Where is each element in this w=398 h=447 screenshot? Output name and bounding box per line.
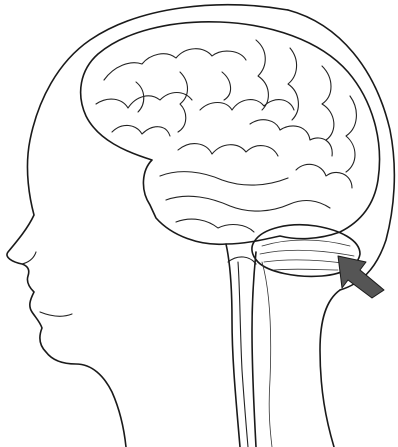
vessel-line <box>262 262 272 447</box>
cerebellum-folia <box>262 240 350 246</box>
gyrus-line <box>250 120 332 156</box>
temporal-sulcus <box>160 172 288 185</box>
cerebellum-folia <box>260 250 354 256</box>
neck-back-outline <box>320 290 340 447</box>
gyrus-line <box>222 72 231 100</box>
cerebrum-outline <box>81 22 380 244</box>
gyrus-line <box>178 144 278 156</box>
indicator-arrow <box>338 256 384 298</box>
brainstem-back <box>252 252 256 447</box>
pons-curve <box>228 257 256 264</box>
gyrus-line <box>200 100 294 110</box>
temporal-gyrus <box>166 196 330 211</box>
gyrus-line <box>322 66 334 140</box>
gyrus-line <box>256 40 268 110</box>
gyrus-line <box>346 96 356 172</box>
mouth-line <box>40 312 72 316</box>
gyrus-line <box>296 164 352 188</box>
spinal-cord-inner <box>238 262 248 447</box>
brainstem-front <box>226 244 240 447</box>
nose-line <box>22 252 36 264</box>
skull-back-outline <box>288 10 394 290</box>
gyrus-line <box>178 72 188 132</box>
gyrus-line <box>104 49 246 80</box>
head-profile-outline <box>7 5 288 447</box>
arrow-icon <box>338 256 384 298</box>
cerebellum-folia <box>264 260 350 264</box>
gyrus-line <box>112 125 170 136</box>
cerebellum-folia <box>274 269 338 270</box>
gyrus-line <box>176 219 254 232</box>
